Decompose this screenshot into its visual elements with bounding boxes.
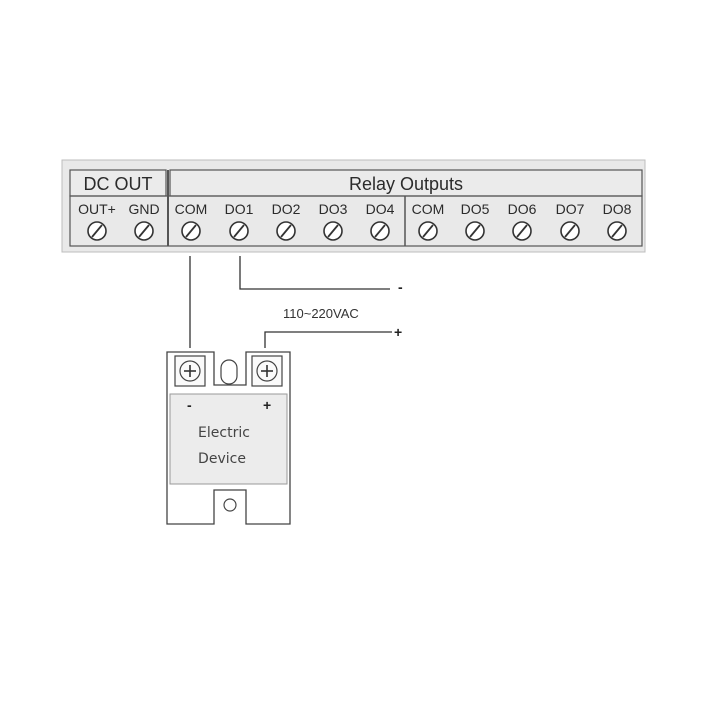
dc-out-header: DC OUT [84, 174, 153, 194]
top-mount-slot [220, 359, 238, 385]
device-minus-screw-icon [174, 355, 206, 387]
terminal-screw-icon [181, 221, 201, 241]
terminal-label-do4: DO4 [366, 201, 395, 217]
device-plus-screw-icon [251, 355, 283, 387]
wiring [189, 256, 392, 348]
terminal-label-do1: DO1 [225, 201, 254, 217]
bottom-mount-hole [223, 498, 237, 512]
electric-device: - + Electric Device [166, 351, 291, 525]
terminal-screw-icon [229, 221, 249, 241]
plus-supply-label: + [394, 324, 402, 340]
terminal-screw-icon [512, 221, 532, 241]
terminal-label-do2: DO2 [272, 201, 301, 217]
terminal-screw-icon [607, 221, 627, 241]
terminal-label-com: COM [412, 201, 445, 217]
minus-supply-label: - [398, 279, 403, 295]
terminal-screw-icon [560, 221, 580, 241]
device-name-line1: Electric [198, 425, 250, 441]
terminal-label-out: OUT+ [78, 201, 116, 217]
terminal-screw-icon [323, 221, 343, 241]
do1-wire [239, 256, 390, 290]
relay-outputs-header: Relay Outputs [349, 174, 463, 194]
terminal-screw-icon [465, 221, 485, 241]
dc-out-header-box [69, 169, 167, 197]
terminal-label-gnd: GND [128, 201, 159, 217]
terminal-label-do3: DO3 [319, 201, 348, 217]
terminal-screw-icon [87, 221, 107, 241]
device-name-line2: Device [198, 451, 246, 467]
device-plus-label: + [263, 397, 271, 413]
plus-wire [264, 331, 392, 348]
voltage-label: 110~220VAC [283, 306, 359, 321]
terminal-screw-icon [134, 221, 154, 241]
terminal-screw-icon [370, 221, 390, 241]
terminal-label-do6: DO6 [508, 201, 537, 217]
terminal-group: OUT+ GND COM DO1 DO2 DO3 DO4 COM DO5 DO6 DO7 DO8 [78, 201, 632, 241]
terminal-block: DC OUT Relay Outputs OUT+ GND COM DO1 DO2 DO3… [61, 159, 646, 253]
device-minus-label: - [187, 397, 192, 413]
terminal-label-do8: DO8 [603, 201, 632, 217]
terminal-screw-icon [418, 221, 438, 241]
terminal-label-do5: DO5 [461, 201, 490, 217]
terminal-screw-icon [276, 221, 296, 241]
terminal-label-do7: DO7 [556, 201, 585, 217]
terminal-label-com: COM [175, 201, 208, 217]
terminal-row-box [69, 195, 643, 247]
device-label-plate [169, 393, 288, 485]
